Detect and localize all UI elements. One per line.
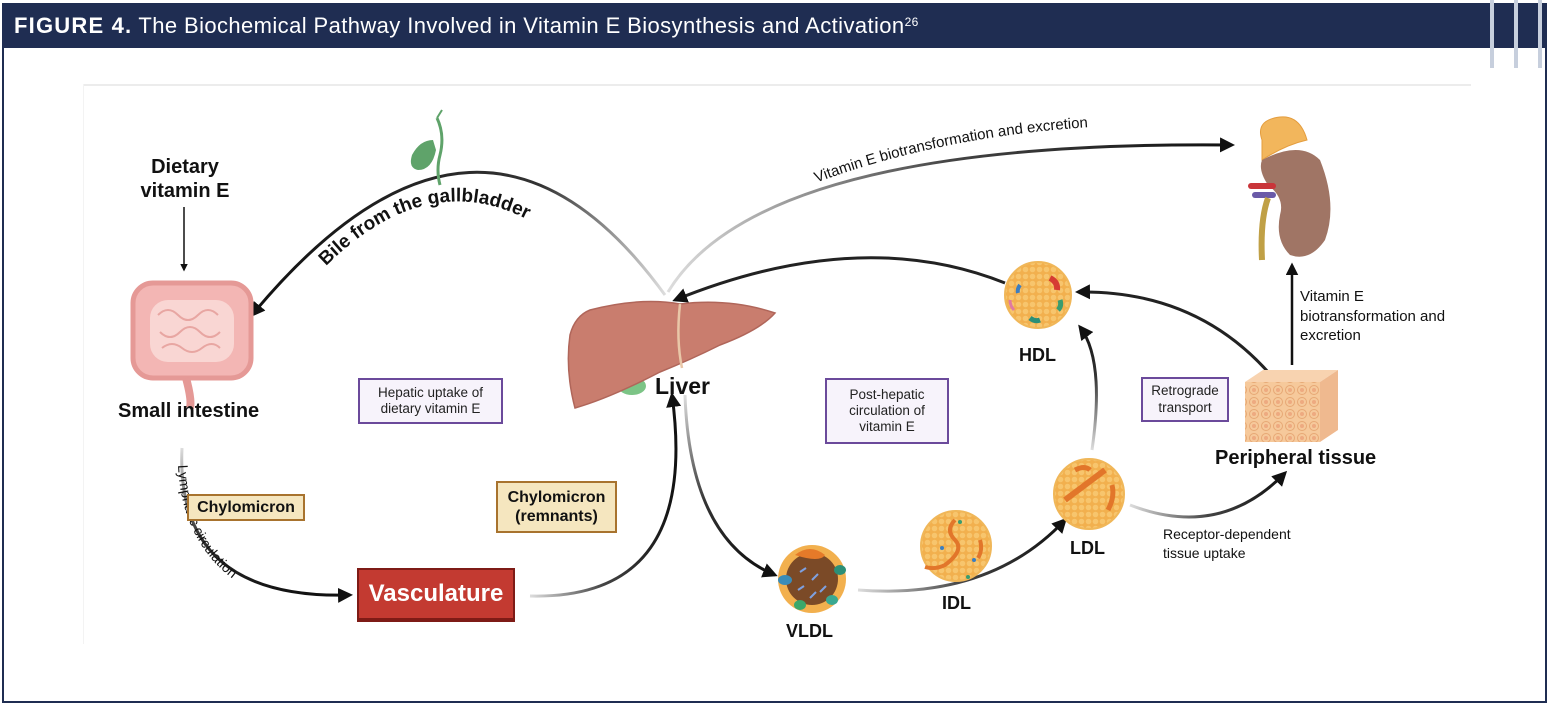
dietary-vitamin-e-label: Dietary vitamin E <box>140 156 230 202</box>
ldl-particle-icon <box>1053 458 1125 530</box>
arrow-ldl-to-hdl <box>1078 324 1098 451</box>
arrow-vasculature-to-liver <box>529 392 682 598</box>
receptor-uptake-label: Receptor-dependent tissue uptake <box>1163 526 1291 561</box>
arrow-tissue-to-hdl <box>1075 284 1277 381</box>
kidney-icon <box>1248 116 1331 261</box>
bile-label: Bile from the gallbladder <box>315 185 535 269</box>
hepatic-uptake-box: Hepatic uptake of dietary vitamin E <box>358 378 503 424</box>
idl-label: IDL <box>942 593 971 613</box>
tissue-cube-icon <box>1245 370 1338 442</box>
side-biotransformation-label: Vitamin E biotransformation and excretio… <box>1300 288 1446 344</box>
bile-label-path: Bile from the gallbladder <box>315 185 535 269</box>
figure-header: FIGURE 4. The Biochemical Pathway Involv… <box>2 3 1547 48</box>
divider <box>83 84 84 644</box>
gallbladder-icon <box>410 109 444 186</box>
decorative-stripe <box>1490 0 1494 68</box>
liver-icon <box>567 300 777 409</box>
figure-title: The Biochemical Pathway Involved in Vita… <box>138 12 905 38</box>
decorative-stripe <box>1538 0 1542 68</box>
post-hepatic-box: Post-hepatic circulation of vitamin E <box>825 378 949 444</box>
vldl-label: VLDL <box>786 621 833 641</box>
arrow-liver-to-kidney <box>666 137 1235 293</box>
arrow-bile <box>250 170 667 318</box>
hdl-particle-icon <box>1004 261 1072 329</box>
vasculature-box: Vasculature <box>357 568 515 620</box>
small-intestine-label: Small intestine <box>118 400 260 422</box>
chylomicron-remnants-box: Chylomicron (remnants) <box>496 481 617 533</box>
idl-particle-icon <box>920 510 992 582</box>
ldl-label: LDL <box>1070 538 1105 558</box>
hdl-label: HDL <box>1019 345 1056 365</box>
arrow-vldl-to-ldl <box>857 517 1068 593</box>
chylomicron-box: Chylomicron <box>187 494 305 521</box>
figure-reference: 26 <box>904 14 919 29</box>
arrow-ldl-to-tissue <box>1129 470 1288 519</box>
arrow-liver-to-vldl <box>683 394 778 578</box>
vldl-particle-icon <box>778 545 846 613</box>
lymphatic-label: Lymphatic circulation <box>175 464 241 581</box>
lymphatic-label-path: Lymphatic circulation <box>175 464 241 581</box>
arrow-lymphatic <box>180 447 353 603</box>
liver-label: Liver <box>655 373 710 399</box>
peripheral-tissue-label: Peripheral tissue <box>1215 447 1377 469</box>
arrow-hdl-to-liver <box>672 256 1006 303</box>
figure-label: FIGURE 4. <box>14 12 133 38</box>
intestine-icon <box>130 280 254 409</box>
divider <box>83 84 1471 86</box>
decorative-stripe <box>1514 0 1518 68</box>
retrograde-transport-box: Retrograde transport <box>1141 377 1229 422</box>
